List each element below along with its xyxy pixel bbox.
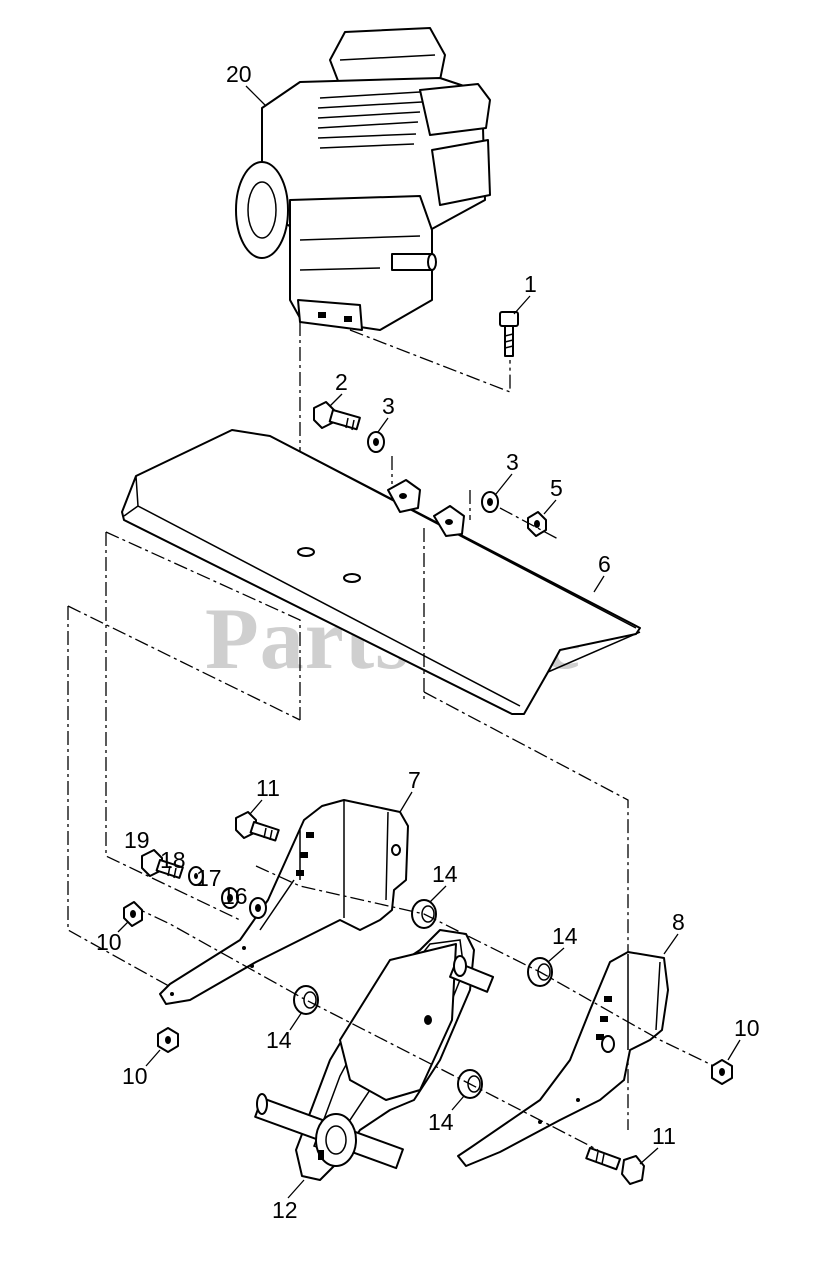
spacer-14-upper: 14 (411, 861, 458, 929)
spacer-14-lower: 14 (428, 1069, 483, 1135)
chaincase: 12 (254, 929, 495, 1223)
bolt-11-left: 11 (235, 775, 280, 842)
callout-bolt-11-right: 11 (652, 1123, 676, 1149)
washer-3-left: 3 (367, 393, 395, 453)
washer-17: 17 (196, 865, 239, 909)
callout-washer-16: 16 (222, 883, 248, 909)
callout-washer-3-right: 3 (506, 449, 519, 475)
washer-3-right: 3 (481, 449, 519, 513)
bolt-19: 19 (124, 827, 184, 879)
washer-16: 16 (222, 883, 267, 919)
bolt-11-right: 11 (585, 1123, 676, 1185)
callout-spacer-14-left: 14 (266, 1027, 292, 1053)
washer-18: 18 (160, 847, 204, 886)
callout-washer-18: 18 (160, 847, 186, 873)
bolt-2: 2 (313, 369, 361, 431)
tine-shield: 6 (121, 429, 641, 715)
callout-bolt-19: 19 (124, 827, 150, 853)
nut-5: 5 (527, 475, 563, 537)
callout-bolt-11-left: 11 (256, 775, 280, 801)
callout-bolt-2: 2 (335, 369, 348, 395)
callout-nut-10-left-upper: 10 (96, 929, 122, 955)
spacer-14-mid: 14 (527, 923, 578, 987)
spacer-14-left: 14 (266, 985, 319, 1053)
engine: 20 (226, 27, 491, 331)
nut-10-left-lower: 10 (122, 1027, 179, 1089)
callout-nut-5: 5 (550, 475, 563, 501)
callout-spacer-14-lower: 14 (428, 1109, 454, 1135)
bolt-1: 1 (499, 271, 537, 357)
callout-washer-3-left: 3 (382, 393, 395, 419)
callout-shield: 6 (598, 551, 611, 577)
callout-engine: 20 (226, 61, 252, 87)
right-bracket: 8 (457, 909, 685, 1167)
callout-left-bracket: 7 (408, 767, 421, 793)
callout-right-bracket: 8 (672, 909, 685, 935)
callout-washer-17: 17 (196, 865, 222, 891)
callout-spacer-14-upper: 14 (432, 861, 458, 887)
nut-10-right: 10 (711, 1015, 760, 1085)
callout-spacer-14-mid: 14 (552, 923, 578, 949)
callout-nut-10-left-lower: 10 (122, 1063, 148, 1089)
callout-chaincase: 12 (272, 1197, 298, 1223)
callout-nut-10-right: 10 (734, 1015, 760, 1041)
callout-bolt-1: 1 (524, 271, 537, 297)
nut-10-left-upper: 10 (96, 901, 143, 955)
